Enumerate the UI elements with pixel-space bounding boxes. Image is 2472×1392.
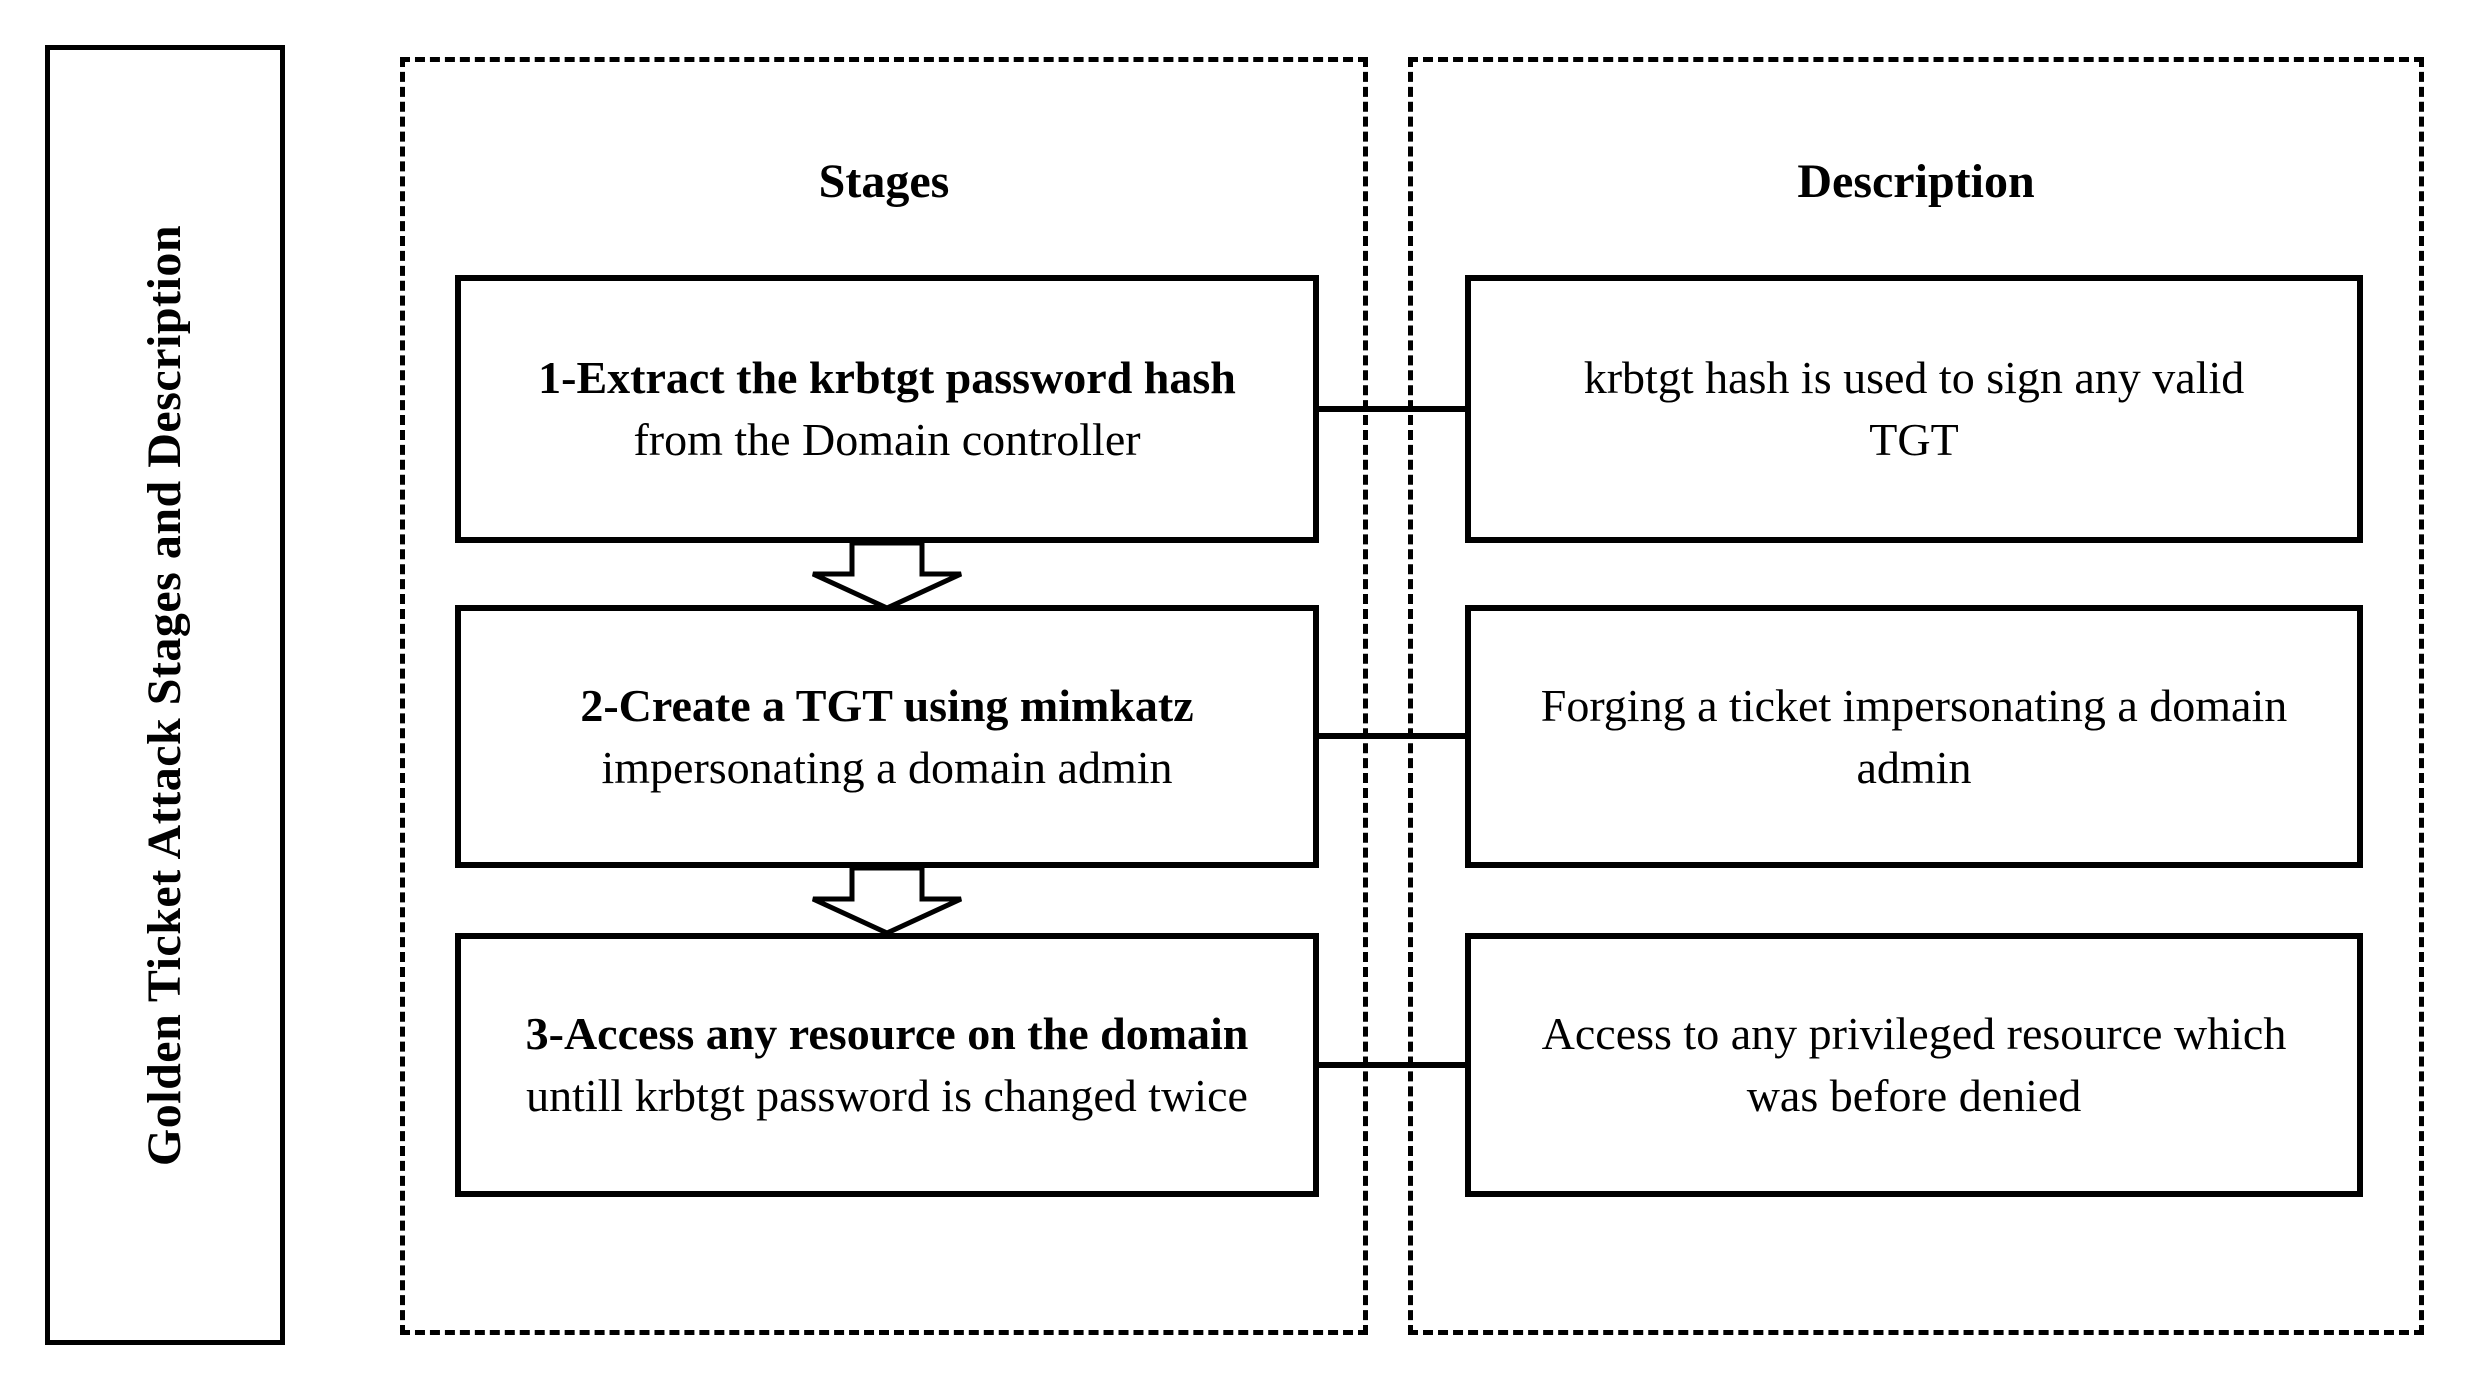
description-box-3: Access to any privileged resource which … (1465, 933, 2363, 1197)
description-2-text: Forging a ticket impersonating a domain … (1540, 679, 2288, 793)
diagram-title: Golden Ticket Attack Stages and Descript… (138, 224, 192, 1166)
stages-panel-header: Stages (818, 155, 950, 208)
description-3-text: Access to any privileged resource which … (1541, 1008, 2287, 1121)
stage-2-subtitle: impersonating a domain admin (601, 741, 1173, 793)
stage-box-2: 2-Create a TGT using mimkatz impersonati… (455, 605, 1319, 868)
stage-2-title: 2-Create a TGT using mimkatz (580, 679, 1194, 731)
down-arrow-icon (811, 866, 963, 936)
stage-3-title: 3-Access any resource on the domain (525, 1008, 1249, 1059)
connector-line-3 (1319, 1062, 1465, 1068)
description-panel (1408, 57, 2424, 1335)
diagram-title-box: Golden Ticket Attack Stages and Descript… (45, 45, 285, 1345)
stage-box-1: 1-Extract the krbtgt password hash from … (455, 275, 1319, 543)
stage-1-subtitle: from the Domain controller (633, 414, 1141, 465)
stage-3-subtitle: untill krbtgt password is changed twice (526, 1070, 1248, 1121)
description-panel-header: Description (1797, 155, 2035, 208)
stage-1-title: 1-Extract the krbtgt password hash (538, 352, 1236, 403)
stage-box-3: 3-Access any resource on the domain unti… (455, 933, 1319, 1197)
description-box-1: krbtgt hash is used to sign any valid TG… (1465, 275, 2363, 543)
connector-line-1 (1319, 406, 1465, 412)
connector-line-2 (1319, 733, 1465, 739)
down-arrow-icon (811, 541, 963, 611)
stages-panel (400, 57, 1368, 1335)
description-box-2: Forging a ticket impersonating a domain … (1465, 605, 2363, 868)
description-1-text: krbtgt hash is used to sign any valid TG… (1583, 352, 2245, 465)
